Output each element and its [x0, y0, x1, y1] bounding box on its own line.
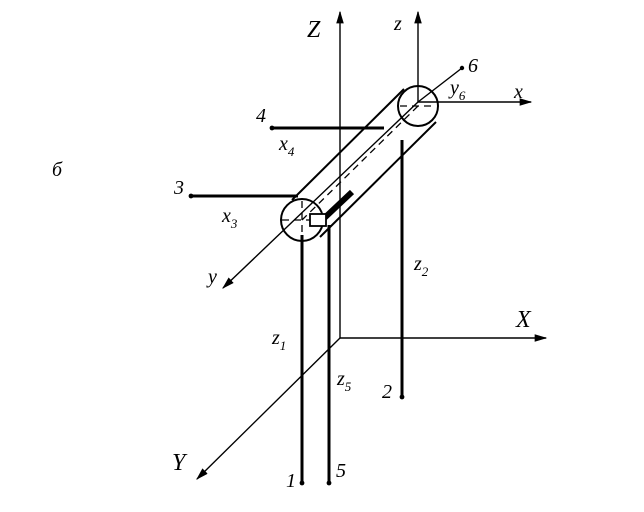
sensor-1-num: 1: [286, 470, 296, 492]
sensor-lines: [188, 125, 405, 486]
cylinder-far-end: [397, 85, 439, 127]
sensor-3-num: 3: [173, 177, 184, 199]
sensor-4-num: 4: [256, 105, 266, 127]
global-z-label: Z: [307, 17, 321, 43]
local-z-label: z: [393, 13, 402, 35]
cylinder-top-edge: [291, 88, 405, 201]
sensor-4-point: [269, 125, 275, 131]
sensor-5-point: [326, 480, 332, 486]
local-x-label: x: [513, 81, 523, 103]
cylinder: [280, 85, 439, 242]
sensor-6-num: 6: [468, 55, 478, 77]
local-y-label: y: [206, 266, 217, 288]
global-y-label: Y: [172, 450, 188, 476]
z5-label: z5: [336, 368, 352, 394]
global-x-label: X: [515, 307, 532, 333]
cylinder-axis-dashed: [301, 105, 419, 221]
cylinder-bottom-edge: [319, 121, 437, 238]
y6-sensor-line: [417, 67, 463, 103]
y6-label: y6: [448, 77, 466, 103]
local-axes: [222, 10, 533, 289]
global-y-axis: [196, 337, 341, 480]
sensor-2-num: 2: [382, 381, 392, 403]
z1-label: z1: [271, 327, 286, 353]
panel-label: б: [52, 159, 63, 181]
labels: б Z X Y z x y 1 2 3 4 5 6 z1 z2 x3 x4 z5…: [52, 13, 532, 492]
local-y-axis: [222, 101, 419, 289]
sensor-2-point: [399, 394, 405, 400]
sensor-5-num: 5: [336, 460, 346, 482]
sensor-block-cap: [309, 213, 327, 227]
x4-label: x4: [278, 133, 295, 159]
x3-label: x3: [221, 205, 238, 231]
z2-label: z2: [413, 253, 429, 279]
sensor-6-point: [459, 65, 465, 71]
sensor-3-point: [188, 193, 194, 199]
global-axes: [196, 10, 548, 480]
sensor-1-point: [299, 480, 305, 486]
